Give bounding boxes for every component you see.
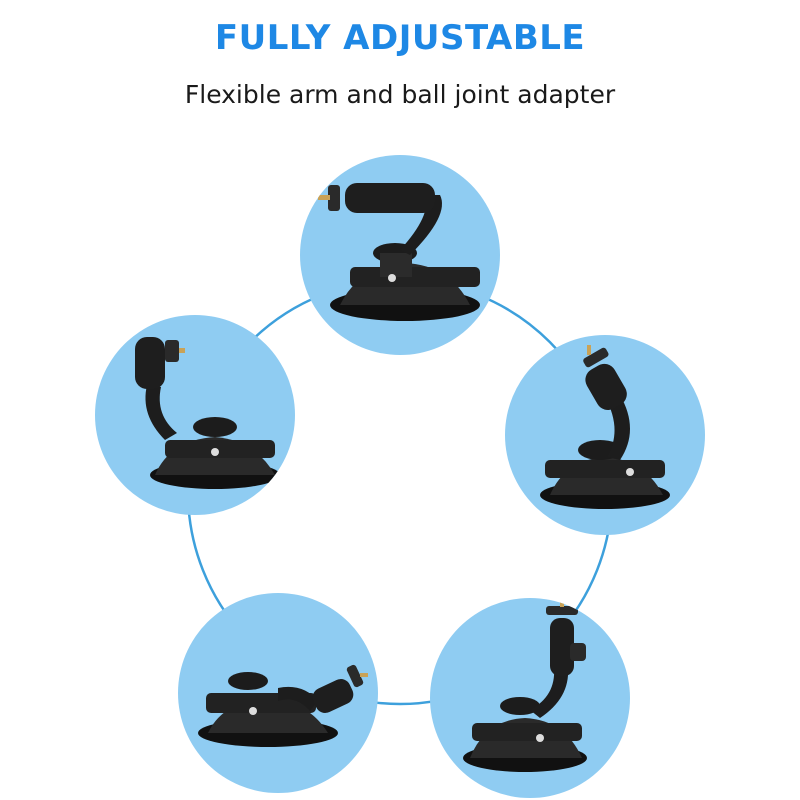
headline-title: FULLY ADJUSTABLE bbox=[214, 18, 586, 58]
suction-mount-icon bbox=[198, 664, 368, 747]
suction-mount-icon bbox=[135, 337, 280, 489]
suction-mount-icon bbox=[318, 183, 480, 321]
pose-left-bubble bbox=[95, 315, 295, 515]
pose-bottom-left-bubble bbox=[178, 593, 378, 793]
pose-top-bubble bbox=[300, 155, 500, 355]
pose-right-bubble bbox=[505, 335, 705, 535]
suction-mount-icon bbox=[540, 345, 670, 509]
pose-bottom-right-bubble bbox=[430, 598, 630, 798]
headline-subtitle: Flexible arm and ball joint adapter bbox=[184, 80, 616, 109]
suction-mount-icon bbox=[463, 598, 587, 772]
